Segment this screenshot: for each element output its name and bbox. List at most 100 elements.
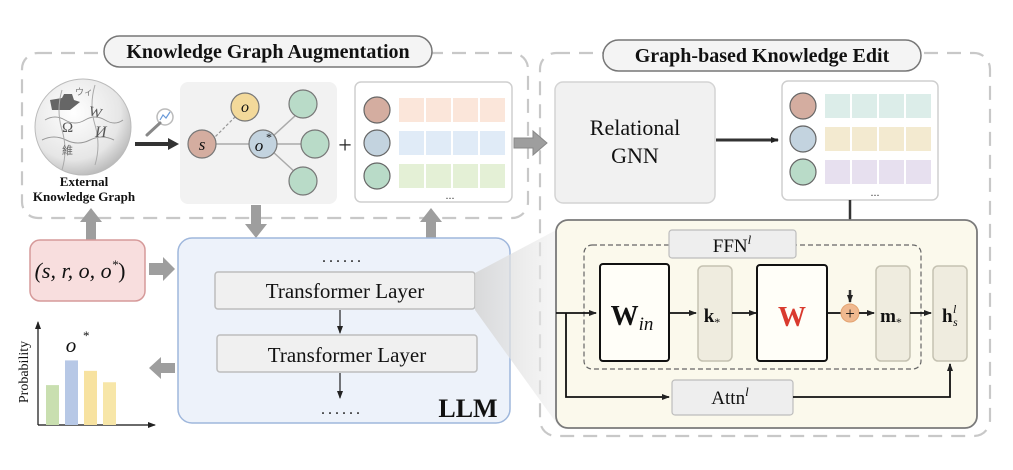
ffn-label-box bbox=[668, 229, 797, 259]
subgraph-to-llm-arrow bbox=[245, 205, 267, 238]
relational-gnn-label-line1: Relational bbox=[590, 115, 680, 140]
kg-edit-section: Graph-based Knowledge Edit bbox=[538, 39, 992, 438]
updated-embedding-cell bbox=[825, 160, 850, 184]
kg-augmentation-title: Knowledge Graph Augmentation bbox=[126, 41, 409, 63]
input-embedding-table: ... bbox=[354, 81, 513, 203]
updated-embedding-cell bbox=[852, 94, 877, 118]
embedding-ellipsis: ... bbox=[446, 188, 455, 202]
input-embedding-node-3 bbox=[363, 162, 391, 190]
llm-to-output-arrow bbox=[149, 357, 175, 379]
input-embedding-cell bbox=[480, 131, 505, 155]
input-embedding-cell bbox=[399, 164, 424, 188]
to-gnn-arrow bbox=[513, 129, 548, 157]
input-embedding-node-1 bbox=[363, 96, 391, 124]
node-o-star bbox=[248, 129, 278, 159]
node-s-label: s bbox=[199, 135, 206, 154]
updated-embedding-cell bbox=[879, 160, 904, 184]
block-arrows bbox=[80, 205, 442, 379]
external-knowledge-graph: Ω W И 維 ウィ External Knowledge Graph bbox=[33, 78, 136, 204]
edge-ostar-n3 bbox=[271, 150, 297, 174]
wikipedia-globe-icon: Ω W И 維 ウィ bbox=[34, 78, 132, 176]
node-o-label: o bbox=[241, 99, 249, 116]
kg-augmentation-section: Knowledge Graph Augmentation bbox=[20, 35, 530, 220]
input-embedding-node-2 bbox=[363, 129, 391, 157]
zoom-funnel bbox=[475, 228, 560, 428]
chart-bar-1 bbox=[46, 385, 59, 425]
llm-label: LLM bbox=[438, 394, 497, 423]
node-o bbox=[230, 92, 260, 122]
magnifier-icon bbox=[145, 108, 174, 137]
node-neighbor-1 bbox=[288, 89, 318, 119]
updated-embedding-ellipsis: ... bbox=[871, 185, 880, 199]
attn-branch-line bbox=[565, 313, 670, 400]
m-star-label: m* bbox=[880, 306, 902, 329]
edge-ostar-n1 bbox=[271, 114, 297, 138]
node-o-star-label: o bbox=[255, 136, 264, 155]
transformer-layer-2-label: Transformer Layer bbox=[268, 343, 426, 367]
updated-embedding-table: ... bbox=[781, 80, 939, 201]
kg-edit-title: Graph-based Knowledge Edit bbox=[635, 45, 890, 67]
node-o-star-sup: * bbox=[266, 130, 272, 144]
updated-embedding-cell bbox=[852, 160, 877, 184]
updated-embedding-cell bbox=[825, 127, 850, 151]
globe-glyph-i: И bbox=[94, 124, 108, 141]
retrieve-arrow bbox=[135, 138, 179, 150]
llm-block: ...... Transformer Layer Transformer Lay… bbox=[177, 237, 511, 424]
input-embedding-cell bbox=[426, 164, 451, 188]
relational-gnn-box bbox=[554, 81, 716, 204]
updated-embedding-cell bbox=[825, 94, 850, 118]
hidden-state-sub: s bbox=[953, 315, 958, 329]
w-edited-label: W bbox=[778, 302, 806, 333]
transformer-layer-2[interactable] bbox=[216, 334, 478, 373]
ffn-detail-panel: FFNl Win k* W + m* h l s Attnl bbox=[555, 219, 978, 429]
updated-embedding-cell bbox=[879, 127, 904, 151]
chart-bars bbox=[46, 360, 116, 425]
globe-glyph-kana: ウィ bbox=[75, 87, 93, 97]
input-embedding-cell bbox=[426, 98, 451, 122]
updated-embedding-cell bbox=[852, 127, 877, 151]
chart-bar-2 bbox=[65, 360, 78, 425]
probability-chart: Probability o * bbox=[17, 321, 156, 428]
updated-embedding-cell bbox=[906, 94, 931, 118]
input-embedding-cell bbox=[453, 131, 478, 155]
input-embedding-cell bbox=[399, 131, 424, 155]
input-embedding-cell bbox=[480, 98, 505, 122]
globe-glyph-omega: Ω bbox=[62, 120, 73, 136]
query-to-llm-arrow bbox=[149, 257, 175, 281]
node-s bbox=[187, 129, 217, 159]
input-embedding-cell bbox=[399, 98, 424, 122]
attn-to-h-line bbox=[793, 363, 953, 398]
kg-edit-title-pill bbox=[602, 39, 922, 72]
node-neighbor-3 bbox=[288, 166, 318, 196]
k-star-label: k* bbox=[704, 306, 721, 329]
updated-embedding-cell bbox=[906, 160, 931, 184]
updated-embedding-cell bbox=[906, 127, 931, 151]
edit-query: (s, r, o, o*) bbox=[29, 239, 146, 302]
llm-dots-top: ...... bbox=[322, 249, 364, 266]
query-tuple: (s, r, o, o*) bbox=[35, 257, 126, 283]
input-embedding-cell bbox=[453, 98, 478, 122]
llm-to-embedding-arrow bbox=[420, 208, 442, 238]
hidden-state-label: h bbox=[942, 306, 953, 327]
input-embedding-cell bbox=[426, 131, 451, 155]
query-box bbox=[29, 239, 146, 302]
chart-bar-3 bbox=[84, 370, 97, 425]
transformer-layer-1-label: Transformer Layer bbox=[266, 279, 424, 303]
hidden-state-vector bbox=[932, 265, 968, 362]
add-operator-label: + bbox=[845, 304, 855, 323]
updated-embedding-node-2 bbox=[789, 125, 817, 153]
globe-glyph-kanji: 維 bbox=[62, 144, 73, 157]
relational-gnn-block: Relational GNN bbox=[554, 81, 716, 204]
chart-ylabel: Probability bbox=[17, 341, 32, 403]
retrieved-subgraph: s o o * bbox=[180, 82, 337, 204]
input-embedding-cell bbox=[480, 164, 505, 188]
globe-glyph-w: W bbox=[87, 104, 104, 122]
chart-annotation: o bbox=[66, 333, 77, 357]
ffn-label: FFNl bbox=[713, 232, 752, 257]
llm-dots-bottom: ...... bbox=[321, 401, 363, 418]
plus-sign: + bbox=[338, 133, 352, 159]
w-in-label: Win bbox=[611, 301, 654, 335]
attn-label: Attnl bbox=[711, 384, 749, 409]
updated-embedding-cell bbox=[879, 94, 904, 118]
